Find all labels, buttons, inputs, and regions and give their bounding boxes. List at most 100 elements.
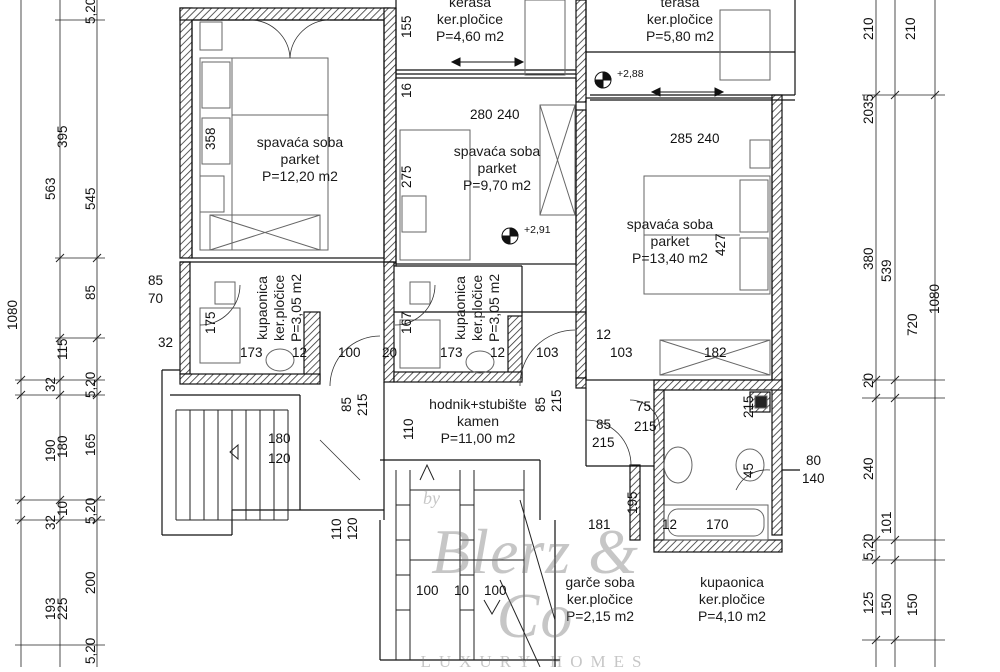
dim-label: 12 — [490, 345, 506, 360]
dim-label: 182 — [704, 345, 727, 360]
level-label: +2,88 — [617, 68, 644, 80]
dimension-ticks-left — [16, 253, 102, 525]
dim-label: 180 — [268, 431, 291, 446]
room-name: terasa — [660, 0, 700, 10]
room-name: spavaća soba — [453, 143, 541, 159]
dim-label-vertical: 5,20 — [83, 0, 98, 24]
dim-label-vertical: 215 — [549, 389, 564, 412]
beds-and-furniture — [199, 0, 771, 541]
dim-label: 10 — [454, 583, 470, 598]
dim-label: 280 — [470, 107, 493, 122]
dim-label: 173 — [240, 345, 263, 360]
room-floor: parket — [280, 151, 320, 167]
dim-label: 70 — [148, 291, 164, 306]
dim-label-vertical: 215 — [355, 393, 370, 416]
dim-label-vertical: 1080 — [5, 299, 20, 330]
room-area: P=3,05 m2 — [486, 273, 502, 342]
dim-label-vertical: 395 — [55, 125, 70, 148]
room-area: P=4,60 m2 — [435, 28, 505, 44]
dim-label: 12 — [596, 327, 612, 342]
room-label-bathroom-2: kupaonica ker.pločice P=3,05 m2 — [452, 274, 503, 342]
room-area: P=5,80 m2 — [645, 28, 715, 44]
room-floor: ker.pločice — [646, 11, 714, 27]
terrace-arrows — [450, 57, 725, 97]
dim-label: 80 — [806, 453, 822, 468]
room-label-bedroom-1: spavaća soba parket P=12,20 m2 — [257, 134, 343, 185]
dim-label-vertical: 2035 — [861, 93, 876, 124]
room-name: kerasa — [448, 0, 492, 10]
dim-label-vertical: 85 — [533, 396, 548, 412]
dim-label: 215 — [634, 419, 657, 434]
dim-label-vertical: 150 — [879, 593, 894, 616]
partition-lines — [161, 0, 800, 667]
dim-label: 140 — [802, 471, 825, 486]
dim-label: 12 — [292, 345, 308, 360]
dim-label-vertical: 32 — [43, 376, 58, 392]
room-label-bathroom-3: kupaonica ker.pločice P=4,10 m2 — [698, 574, 766, 625]
dim-label-vertical: 16 — [399, 82, 414, 98]
dim-label-vertical: 225 — [55, 597, 70, 620]
room-floor: kamen — [456, 413, 500, 429]
dim-label-vertical: 5,20 — [83, 371, 98, 398]
room-floor: ker.pločice — [436, 11, 504, 27]
dim-label: 32 — [158, 335, 174, 350]
dim-label-vertical: 195 — [625, 491, 640, 514]
room-floor: ker.pločice — [566, 591, 634, 607]
room-floor: parket — [477, 160, 517, 176]
room-label-bathroom-1: kupaonica ker.pločice P=3,05 m2 — [254, 274, 305, 342]
room-name: kupaonica — [452, 276, 468, 340]
dim-label: 103 — [536, 345, 559, 360]
room-area: P=3,05 m2 — [288, 273, 304, 342]
dim-label-vertical: 358 — [203, 127, 218, 150]
room-area: P=2,15 m2 — [565, 608, 635, 624]
dim-label-vertical: 85 — [339, 396, 354, 412]
dim-label: 100 — [338, 345, 361, 360]
room-floor: ker.pločice — [469, 274, 485, 342]
level-label: +2,91 — [524, 224, 551, 236]
room-label-terasa-2: terasa ker.pločice P=5,80 m2 — [646, 0, 714, 45]
dim-label-vertical: 5,20 — [83, 497, 98, 524]
dim-label: 181 — [588, 517, 611, 532]
room-area: P=9,70 m2 — [462, 177, 532, 193]
dim-label: 170 — [706, 517, 729, 532]
dim-label: 85 — [596, 417, 612, 432]
room-label-bedroom-3: spavaća soba parket P=13,40 m2 — [627, 216, 713, 267]
dim-label: 75 — [636, 399, 652, 414]
level-markers — [501, 71, 612, 245]
dim-label: 103 — [610, 345, 633, 360]
dim-label-vertical: 10 — [55, 500, 70, 516]
room-label-hallway: hodnik+stubište kamen P=11,00 m2 — [429, 396, 527, 447]
room-label-garderoba: garče soba ker.pločice P=2,15 m2 — [565, 574, 634, 625]
dim-label-vertical: 20 — [861, 372, 876, 388]
room-area: P=12,20 m2 — [262, 168, 338, 184]
dim-label-vertical: 563 — [43, 177, 58, 200]
dim-label: 240 — [697, 131, 720, 146]
dim-label: 215 — [592, 435, 615, 450]
room-area: P=13,40 m2 — [632, 250, 708, 266]
dimension-lines-left — [15, 0, 105, 667]
room-name: hodnik+stubište — [429, 396, 527, 412]
dim-label-vertical: 115 — [55, 338, 70, 360]
dim-label-vertical: 215 — [741, 395, 756, 418]
room-floor: parket — [650, 233, 690, 249]
dim-label-vertical: 380 — [861, 247, 876, 270]
dim-label-vertical: 1080 — [927, 283, 942, 314]
dim-label-vertical: 32 — [43, 514, 58, 530]
dim-label-vertical: 545 — [83, 187, 98, 210]
dim-label-vertical: 240 — [861, 457, 876, 480]
dim-label-vertical: 125 — [861, 591, 876, 614]
dimension-ticks-right — [871, 90, 940, 645]
dim-label-vertical: 427 — [713, 233, 728, 256]
staircase — [175, 409, 556, 667]
dim-label-vertical: 200 — [83, 571, 98, 594]
structural-walls — [179, 0, 783, 553]
room-floor: ker.pločice — [698, 591, 766, 607]
dim-label-vertical: 85 — [83, 284, 98, 300]
dim-label-vertical: 5,20 — [861, 533, 876, 560]
dim-label: 240 — [497, 107, 520, 122]
room-name: kupaonica — [700, 574, 764, 590]
dim-label-vertical: 180 — [55, 435, 70, 458]
dim-label-vertical: 210 — [903, 17, 918, 40]
dim-label-vertical: 175 — [203, 311, 218, 334]
